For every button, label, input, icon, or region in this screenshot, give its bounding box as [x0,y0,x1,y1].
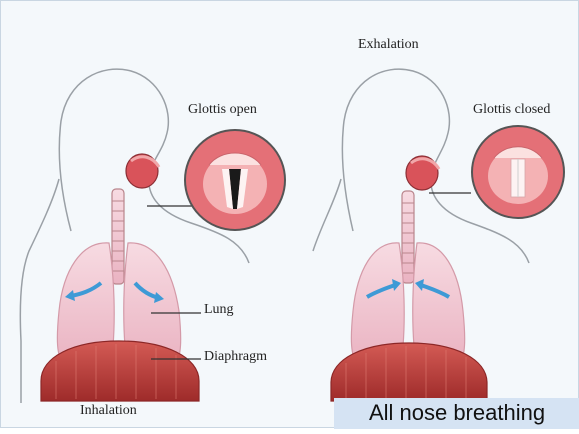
glottis-open-label: Glottis open [188,102,257,118]
inhalation-label: Inhalation [80,403,137,419]
left-trachea [112,189,124,284]
right-figure [313,69,564,401]
right-trachea [402,191,414,283]
lung-label: Lung [204,302,234,318]
exhalation-label: Exhalation [358,37,419,53]
diaphragm-label: Diaphragm [204,349,267,365]
caption-box: All nose breathing [334,398,579,429]
caption-text: All nose breathing [334,400,579,426]
glottis-closed-label: Glottis closed [473,102,550,118]
